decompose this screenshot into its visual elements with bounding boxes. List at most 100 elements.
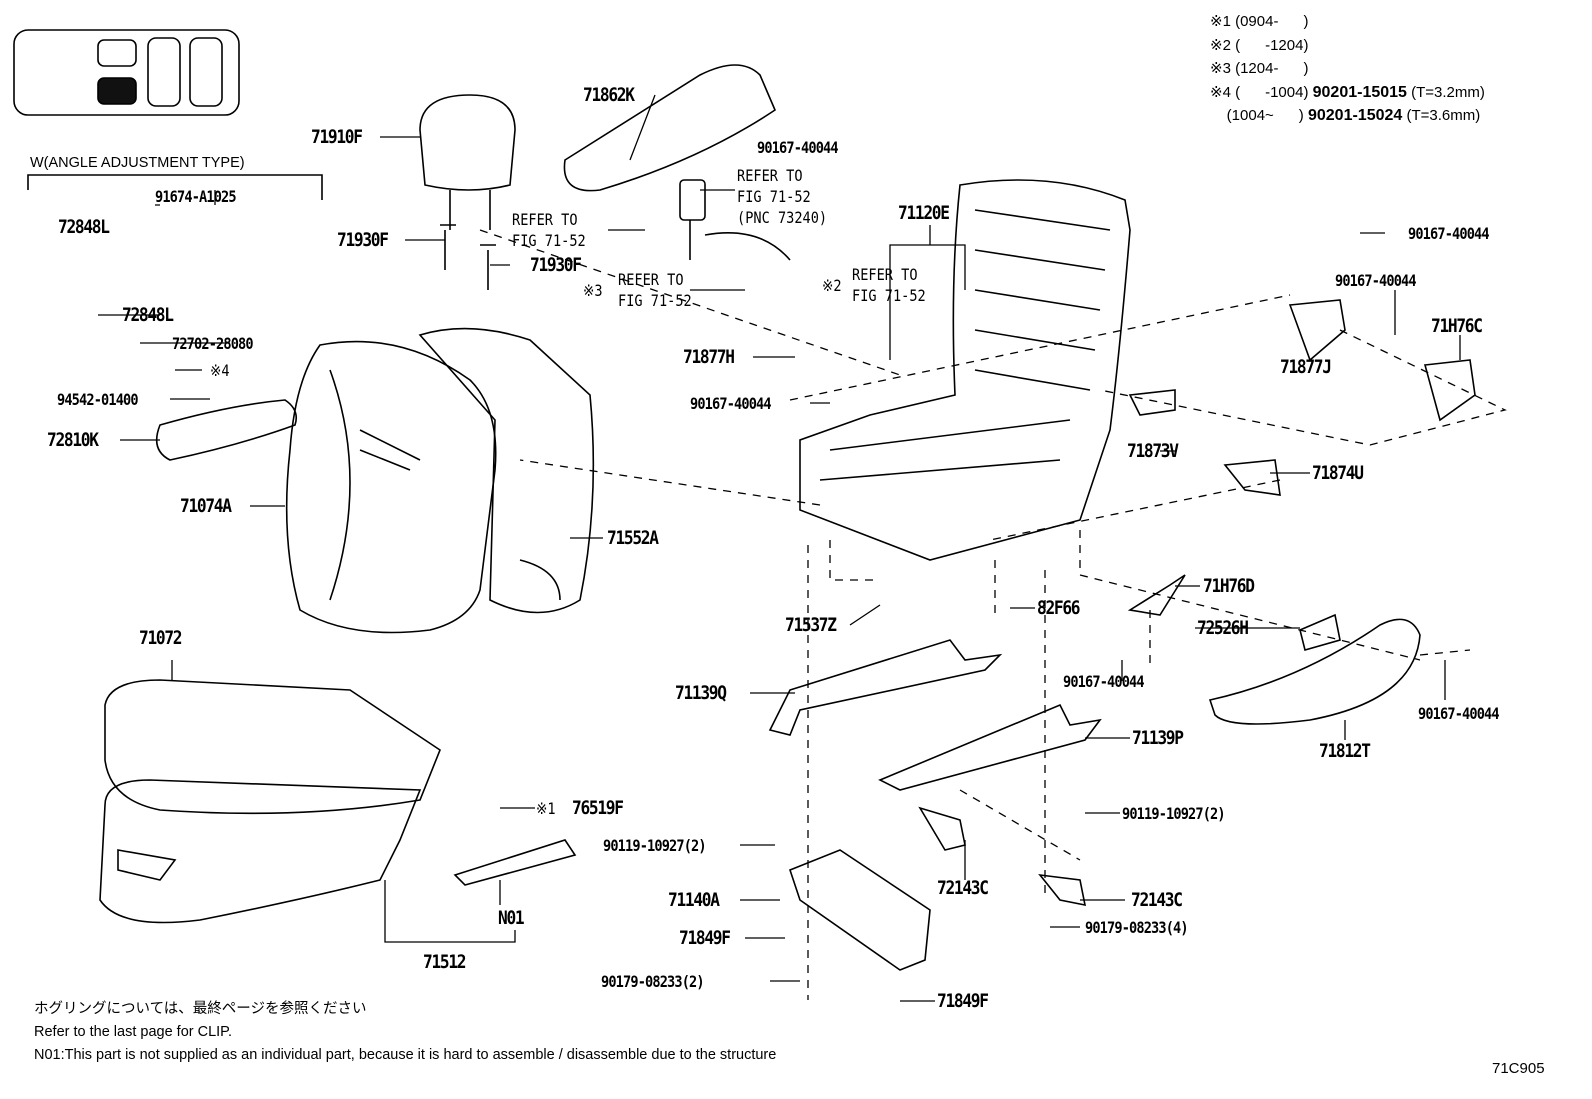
bracket-71H76C <box>1423 359 1476 422</box>
mark-2: ※2 <box>822 276 842 295</box>
note-clip: Refer to the last page for CLIP. <box>34 1024 233 1040</box>
headrest <box>419 94 516 290</box>
seatback-cover <box>285 340 497 634</box>
part-label[interactable]: 71877J <box>1280 356 1332 378</box>
seat-rails <box>768 639 1102 971</box>
legend-mark: ※2 <box>1210 36 1231 54</box>
part-label[interactable]: 94542-01400 <box>57 390 139 409</box>
part-label[interactable]: 71910F <box>311 126 363 148</box>
part-label[interactable]: 71874U <box>1312 462 1364 484</box>
bracket-71874U <box>1223 459 1281 496</box>
part-label[interactable]: 71849F <box>937 990 989 1012</box>
part-label[interactable]: 72702-28080 <box>172 334 254 353</box>
legend-mark: ※3 <box>1210 60 1231 77</box>
part-label[interactable]: 71812T <box>1319 740 1371 762</box>
legend-part[interactable]: 90201-15024 <box>1307 107 1403 124</box>
mark-1: ※1 <box>536 799 556 818</box>
dashed-guides <box>479 229 1507 1000</box>
group-bracket <box>27 174 323 200</box>
fig-reference[interactable]: REFER TO FIG 71-52 <box>512 209 586 251</box>
fig-ref-text: FIG 71-52 <box>852 286 926 305</box>
part-label[interactable]: 90167-40044 <box>690 394 772 413</box>
group-header: W(ANGLE ADJUSTMENT TYPE) <box>30 155 245 171</box>
part-label[interactable]: 71930F <box>530 254 582 276</box>
part-label[interactable]: 71849F <box>679 927 731 949</box>
legend-range: ( -1204) <box>1235 36 1309 54</box>
armrest-72810K <box>155 399 298 461</box>
part-label[interactable]: 90167-40044 <box>757 138 839 157</box>
fig-ref-text: FIG 71-52 <box>512 231 586 250</box>
part-label[interactable]: 90119-10927(2) <box>1122 804 1226 823</box>
part-label[interactable]: 71877H <box>683 346 735 368</box>
part-label[interactable]: 72810K <box>47 429 99 451</box>
part-label[interactable]: 71120E <box>898 202 950 224</box>
legend-row: (1004~ ) 90201-15024 (T=3.6mm) <box>1210 104 1485 128</box>
part-label[interactable]: 71930F <box>337 229 389 251</box>
seatbelt-buckle <box>679 179 791 261</box>
leader-lines <box>98 94 1461 1002</box>
part-label[interactable]: 71537Z <box>785 614 837 636</box>
legend-row: ※4 ( -1004) 90201-15015 (T=3.2mm) <box>1210 81 1485 105</box>
legend-range: ( -1004) <box>1235 83 1309 101</box>
pnc-ref-text: (PNC 73240) <box>737 208 828 227</box>
part-label[interactable]: 71074A <box>180 495 232 517</box>
legend-row: ※1 (0904- ) <box>1210 10 1485 34</box>
seat-cushion <box>99 679 441 924</box>
note-n01: N01:This part is not supplied as an indi… <box>34 1047 777 1063</box>
part-label[interactable]: 72526H <box>1197 617 1249 639</box>
seat-locator-icon <box>13 29 240 116</box>
part-label[interactable]: 71H76D <box>1203 575 1255 597</box>
part-label[interactable]: 71139P <box>1132 727 1184 749</box>
part-label[interactable]: 71072 <box>139 627 183 649</box>
figure-id: 71C905 <box>1492 1060 1545 1077</box>
part-label[interactable]: 71512 <box>423 951 467 973</box>
part-label[interactable]: 71140A <box>668 889 720 911</box>
part-label[interactable]: 71139Q <box>675 682 727 704</box>
bracket-72143C-b <box>1038 873 1087 907</box>
legend-range: (1204- ) <box>1235 60 1309 77</box>
part-label[interactable]: 91674-A1025 <box>155 187 237 206</box>
part-label[interactable]: 76519F <box>572 797 624 819</box>
legend-spec: (T=3.6mm) <box>1406 107 1481 124</box>
legend-part[interactable]: 90201-15015 <box>1312 83 1407 101</box>
part-label[interactable]: 90167-40044 <box>1418 704 1500 723</box>
part-label[interactable]: 90119-10927(2) <box>603 836 707 855</box>
side-shield-71812T <box>1208 618 1421 725</box>
part-label[interactable]: 90167-40044 <box>1335 271 1417 290</box>
legend-range: (1004~ ) <box>1226 107 1304 124</box>
part-label[interactable]: 72143C <box>937 877 989 899</box>
part-label[interactable]: 90167-40044 <box>1063 672 1145 691</box>
part-label[interactable]: 90179-08233(4) <box>1085 918 1189 937</box>
legend-spec: (T=3.2mm) <box>1411 83 1485 101</box>
note-jp: ホグリングについては、最終ページを参照ください <box>34 1001 367 1017</box>
part-label[interactable]: N01 <box>498 907 525 929</box>
part-label[interactable]: 71873V <box>1127 440 1179 462</box>
mark-4: ※4 <box>210 361 230 380</box>
legend-row: ※2 ( -1204) <box>1210 34 1485 58</box>
part-label[interactable]: 71552A <box>607 527 659 549</box>
part-label[interactable]: 71862K <box>583 84 635 106</box>
part-label[interactable]: 90167-40044 <box>1408 224 1490 243</box>
part-label[interactable]: 72848L <box>122 304 174 326</box>
legend-mark: ※4 <box>1210 83 1231 101</box>
bracket-72143C-a <box>918 806 966 851</box>
side-cover-71862K <box>563 64 776 192</box>
mark-3: ※3 <box>583 281 603 300</box>
seat-frame <box>799 179 1131 561</box>
legend-row: ※3 (1204- ) <box>1210 57 1485 81</box>
bracket-71877J <box>1288 299 1346 362</box>
fig-ref-text: FIG 71-52 <box>737 187 811 206</box>
part-label[interactable]: 72848L <box>58 216 110 238</box>
part-label[interactable]: 71H76C <box>1431 315 1483 337</box>
bracket-71873V <box>1128 389 1176 416</box>
part-label[interactable]: 72143C <box>1131 889 1183 911</box>
refer-to-text: REFER TO <box>512 210 578 229</box>
part-label[interactable]: 90179-08233(2) <box>601 972 705 991</box>
revision-legend: ※1 (0904- )※2 ( -1204)※3 (1204- )※4 ( -1… <box>1210 10 1485 128</box>
part-label[interactable]: 82F66 <box>1037 597 1081 619</box>
legend-range: (0904- ) <box>1235 13 1309 30</box>
